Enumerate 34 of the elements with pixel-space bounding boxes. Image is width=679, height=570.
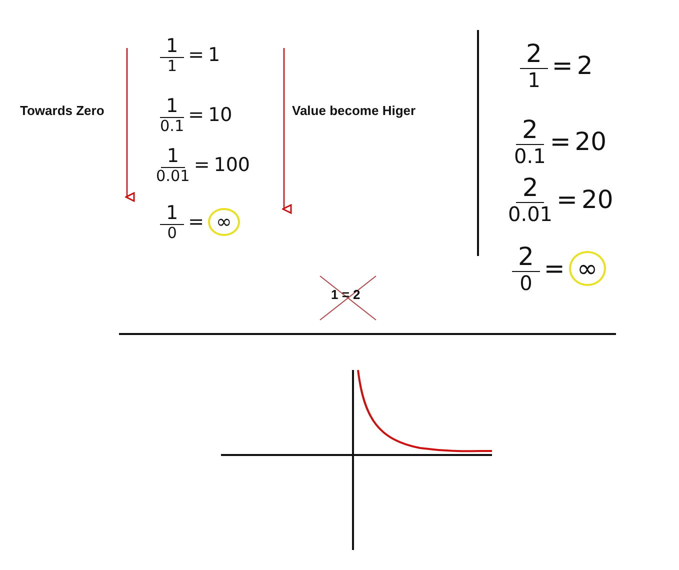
equation-result: 1 (208, 44, 220, 66)
numerator: 2 (520, 40, 548, 68)
numerator: 2 (516, 116, 544, 144)
equation-result: 2 (576, 50, 593, 80)
equals-sign: = (556, 184, 578, 214)
numerator: 2 (512, 243, 540, 272)
denominator: 0 (520, 272, 532, 294)
side-note: Value become Higer (292, 103, 416, 118)
denominator: 1 (528, 68, 540, 90)
equation-result: 20 (574, 126, 607, 156)
numerator: 1 (160, 36, 184, 58)
denominator: 0.01 (508, 202, 553, 224)
numerator: 2 (516, 174, 544, 202)
equals-sign: = (188, 104, 204, 126)
equals-sign: = (188, 44, 204, 66)
equals-sign: = (550, 126, 571, 156)
side-note: Towards Zero (20, 103, 104, 118)
denominator: 0.1 (160, 118, 184, 135)
equation-result: 10 (208, 104, 232, 126)
equation-result: 20 (581, 184, 614, 214)
equals-sign: = (552, 50, 573, 80)
equals-sign: = (544, 254, 565, 283)
equals-sign: = (188, 211, 204, 234)
denominator: 1 (167, 58, 177, 75)
denominator: 0.01 (156, 168, 190, 185)
equals-sign: = (194, 154, 210, 176)
equation-result: ∞ (208, 208, 240, 236)
denominator: 0.1 (514, 144, 546, 166)
numerator: 1 (160, 96, 184, 118)
numerator: 1 (160, 203, 184, 225)
numerator: 1 (160, 146, 185, 168)
equation-result: ∞ (568, 250, 606, 286)
equation-result: 100 (214, 154, 250, 176)
denominator: 0 (167, 224, 177, 242)
